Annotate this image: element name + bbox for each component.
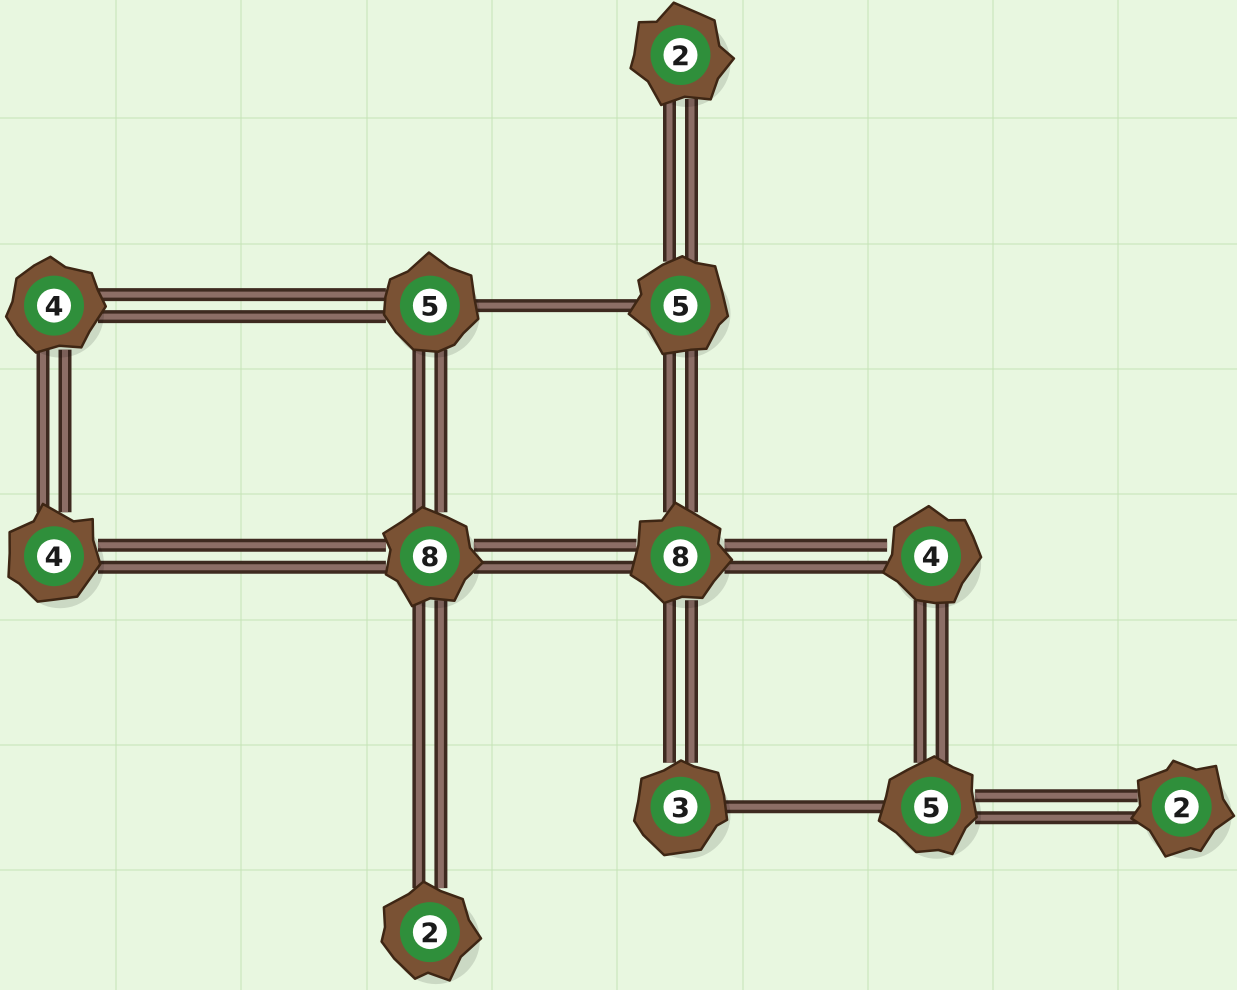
island-value: 2 [1172,793,1191,824]
island-i[interactable]: 3 [634,761,730,859]
island-f[interactable]: 8 [383,507,483,608]
island-c[interactable]: 5 [384,253,480,358]
island-a[interactable]: 2 [631,3,734,107]
island-value: 5 [671,292,690,323]
island-e[interactable]: 4 [9,504,105,608]
island-value: 5 [922,793,941,824]
island-value: 3 [671,793,690,824]
island-b[interactable]: 4 [6,257,106,358]
island-d[interactable]: 5 [629,256,731,357]
island-value: 4 [922,542,941,573]
island-l[interactable]: 2 [382,882,481,985]
island-value: 4 [45,542,64,573]
island-value: 5 [421,292,440,323]
island-value: 2 [421,918,440,949]
islands: 2 4 5 5 4 8 8 4 3 5 2 2 [6,3,1234,984]
island-value: 8 [671,542,690,573]
island-value: 2 [671,41,690,72]
island-h[interactable]: 4 [883,506,981,608]
island-value: 4 [45,292,64,323]
island-j[interactable]: 5 [879,756,981,858]
island-g[interactable]: 8 [631,503,732,609]
island-k[interactable]: 2 [1131,761,1234,859]
island-value: 8 [421,542,440,573]
